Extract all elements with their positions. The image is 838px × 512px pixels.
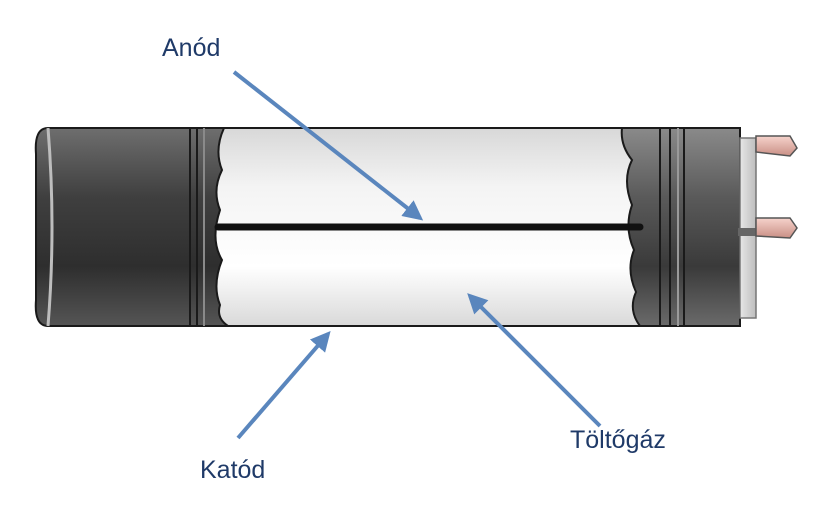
left-collar <box>189 127 232 327</box>
cathode-label: Katód <box>200 456 265 484</box>
anode-label: Anód <box>162 34 220 62</box>
left-end-cap <box>34 127 191 327</box>
anode-arrow <box>232 70 424 221</box>
fill-gas-label: Töltőgáz <box>570 426 666 454</box>
pin-lower <box>755 217 798 239</box>
right-end-cap <box>659 127 741 327</box>
left-end-cap-rim <box>46 127 54 327</box>
fill-gas-arrow <box>467 293 602 428</box>
cathode-arrow <box>236 330 331 440</box>
pin-upper <box>755 135 798 157</box>
